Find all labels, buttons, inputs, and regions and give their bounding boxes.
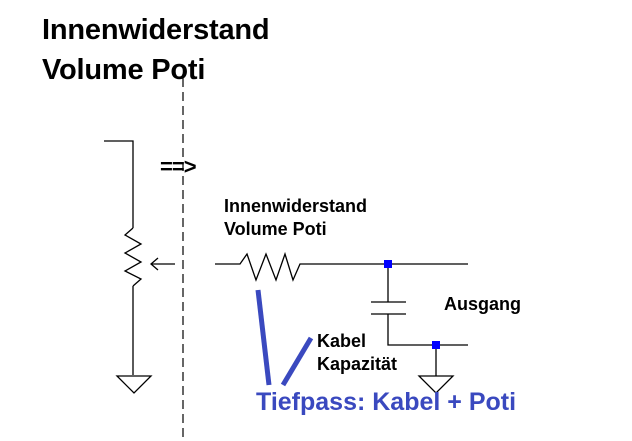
resistor-label-line-1: Innenwiderstand [224,196,368,216]
ground-symbol-right [417,375,455,394]
junction-node-bottom [432,341,440,349]
pot-top-wire [104,140,134,228]
pot-zigzag [123,227,143,287]
resistor-label-line-2: Volume Poti [224,219,327,239]
lowpass-circuit [215,251,468,394]
cable-capacitance-label: Kabel Kapazität [317,330,397,376]
ground-symbol-left [115,375,153,394]
resistor-symbol [215,251,468,282]
title-line-2: Volume Poti [42,54,206,86]
pointer-to-resistor [255,289,272,386]
cable-label-line-2: Kapazität [317,354,398,374]
resistor-label: Innenwiderstand Volume Poti [224,195,367,241]
title-line-1: Innenwiderstand [42,14,270,46]
potentiometer-symbol [104,140,175,394]
output-label: Ausgang [444,294,522,314]
arrow-label: ==> [160,154,197,179]
pot-wiper-arrowhead [150,257,159,271]
pointer-to-cable [280,336,314,387]
cap-to-output-wire [387,314,468,346]
diagram-title: Innenwiderstand Volume Poti [42,10,270,90]
junction-node-top [384,260,392,268]
lowpass-caption: Tiefpass: Kabel + Poti [256,388,517,416]
cable-label-line-1: Kabel [317,331,367,351]
